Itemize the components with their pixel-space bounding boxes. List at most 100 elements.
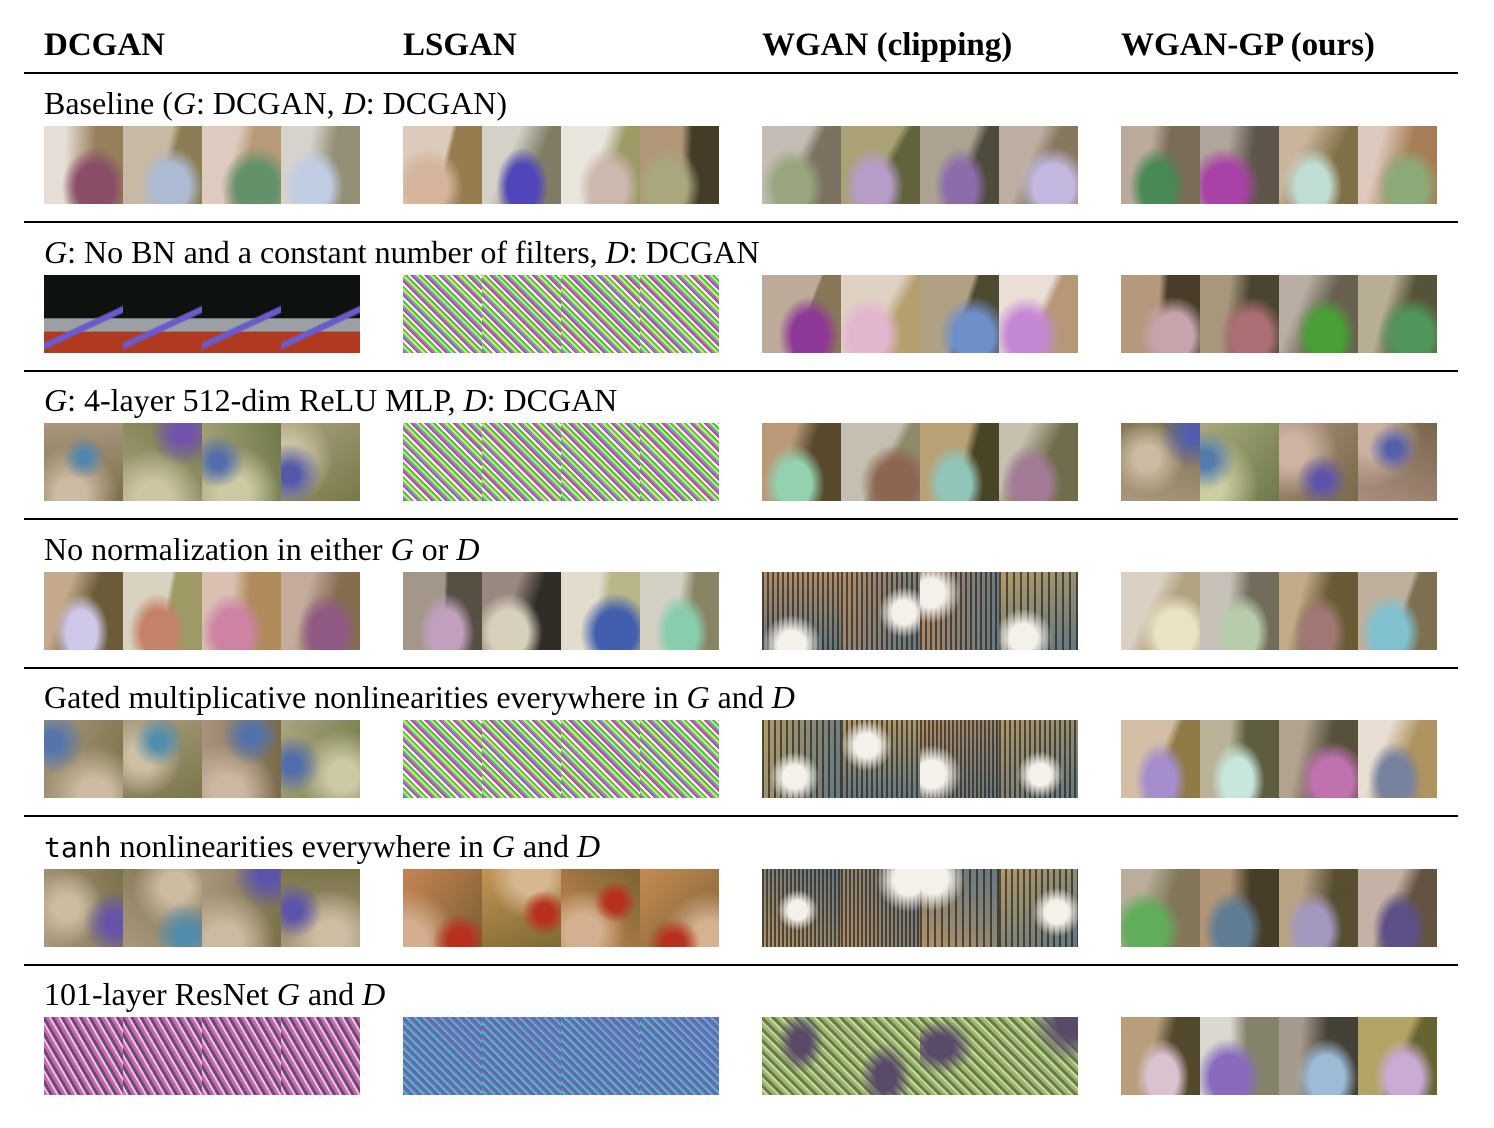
sample-strip bbox=[403, 720, 719, 798]
sample-strip bbox=[44, 720, 360, 798]
row-title: Gated multiplicative nonlinearities ever… bbox=[44, 678, 795, 716]
sample-strip bbox=[44, 1017, 360, 1095]
sample-image bbox=[920, 1017, 999, 1095]
sample-image bbox=[640, 423, 719, 501]
sample-strip bbox=[403, 423, 719, 501]
sample-image bbox=[1200, 126, 1279, 204]
sample-image bbox=[561, 274, 640, 353]
sample-strip bbox=[44, 868, 360, 947]
sample-strip bbox=[762, 126, 1078, 204]
sample-strip bbox=[44, 126, 360, 204]
row-title-part: D bbox=[463, 382, 487, 418]
column-header-lsgan: LSGAN bbox=[403, 27, 517, 63]
sample-image bbox=[841, 423, 920, 501]
sample-image bbox=[920, 423, 999, 501]
sample-image bbox=[1121, 720, 1200, 798]
sample-image bbox=[482, 571, 561, 650]
sample-image bbox=[762, 868, 841, 947]
sample-image bbox=[123, 571, 202, 650]
row-title-part: D bbox=[605, 233, 629, 270]
sample-image bbox=[999, 1017, 1078, 1095]
column-header-wgan-gp: WGAN-GP (ours) bbox=[1121, 27, 1375, 63]
sample-image bbox=[640, 1017, 719, 1095]
sample-image bbox=[762, 1017, 841, 1095]
row-title-part: 101-layer ResNet bbox=[44, 976, 277, 1012]
row-divider bbox=[24, 815, 1458, 817]
sample-image bbox=[762, 126, 841, 204]
row-title-part: No normalization in either bbox=[44, 530, 391, 567]
sample-image bbox=[202, 868, 281, 947]
row-title-part: tanh bbox=[44, 830, 112, 864]
sample-image bbox=[202, 126, 281, 204]
row-title-part: Baseline ( bbox=[44, 85, 173, 121]
row-title: 101-layer ResNet G and D bbox=[44, 975, 385, 1013]
sample-image bbox=[999, 571, 1078, 650]
row-title-part: : DCGAN) bbox=[365, 85, 508, 121]
sample-image bbox=[640, 868, 719, 947]
sample-image bbox=[403, 423, 482, 501]
sample-image bbox=[482, 1017, 561, 1095]
sample-image bbox=[640, 571, 719, 650]
row-title: G: No BN and a constant number of filter… bbox=[44, 233, 759, 271]
row-title-part: G bbox=[276, 976, 300, 1012]
sample-image bbox=[123, 274, 202, 353]
sample-image bbox=[762, 571, 841, 650]
row-title-part: G bbox=[44, 382, 68, 418]
sample-image bbox=[1200, 571, 1279, 650]
sample-strip bbox=[762, 868, 1078, 947]
sample-image bbox=[281, 571, 360, 650]
sample-image bbox=[281, 720, 360, 798]
sample-image bbox=[482, 868, 561, 947]
sample-strip bbox=[1121, 720, 1437, 798]
row-title-part: D bbox=[577, 827, 601, 864]
sample-image bbox=[561, 720, 640, 798]
row-title-part: : DCGAN, bbox=[195, 85, 343, 121]
sample-strip bbox=[1121, 423, 1437, 501]
sample-strip bbox=[403, 126, 719, 204]
header-rule bbox=[24, 72, 1458, 74]
sample-strip bbox=[762, 571, 1078, 650]
sample-image bbox=[999, 423, 1078, 501]
sample-image bbox=[999, 720, 1078, 798]
sample-image bbox=[44, 126, 123, 204]
sample-image bbox=[44, 571, 123, 650]
sample-image bbox=[1121, 1017, 1200, 1095]
sample-image bbox=[202, 274, 281, 353]
sample-strip bbox=[1121, 1017, 1437, 1095]
sample-image bbox=[1121, 126, 1200, 204]
sample-image bbox=[281, 868, 360, 947]
sample-image bbox=[403, 1017, 482, 1095]
sample-image bbox=[281, 126, 360, 204]
sample-image bbox=[44, 720, 123, 798]
row-title-part: D bbox=[342, 85, 366, 121]
row-divider bbox=[24, 666, 1458, 669]
sample-image bbox=[1279, 868, 1358, 947]
sample-image bbox=[762, 720, 841, 798]
sample-image bbox=[999, 126, 1078, 204]
sample-image bbox=[1200, 720, 1279, 798]
sample-image bbox=[44, 423, 123, 501]
sample-image bbox=[123, 868, 202, 947]
sample-image bbox=[403, 720, 482, 798]
sample-image bbox=[841, 868, 920, 947]
sample-image bbox=[762, 274, 841, 353]
sample-image bbox=[281, 1017, 360, 1095]
sample-image bbox=[403, 274, 482, 353]
sample-strip bbox=[762, 720, 1078, 798]
sample-image bbox=[1279, 126, 1358, 204]
sample-image bbox=[403, 571, 482, 650]
row-title-part: G bbox=[390, 530, 414, 567]
sample-image bbox=[841, 720, 920, 798]
sample-image bbox=[640, 126, 719, 204]
sample-strip bbox=[44, 571, 360, 650]
row-title-part: and bbox=[514, 827, 578, 864]
sample-image bbox=[920, 126, 999, 204]
sample-strip bbox=[762, 1017, 1078, 1095]
sample-image bbox=[202, 571, 281, 650]
row-title-part: D bbox=[456, 530, 480, 567]
sample-strip bbox=[1121, 868, 1437, 947]
row-title-part: : No BN and a constant number of filters… bbox=[67, 233, 606, 270]
sample-image bbox=[123, 126, 202, 204]
sample-image bbox=[482, 126, 561, 204]
sample-image bbox=[999, 274, 1078, 353]
